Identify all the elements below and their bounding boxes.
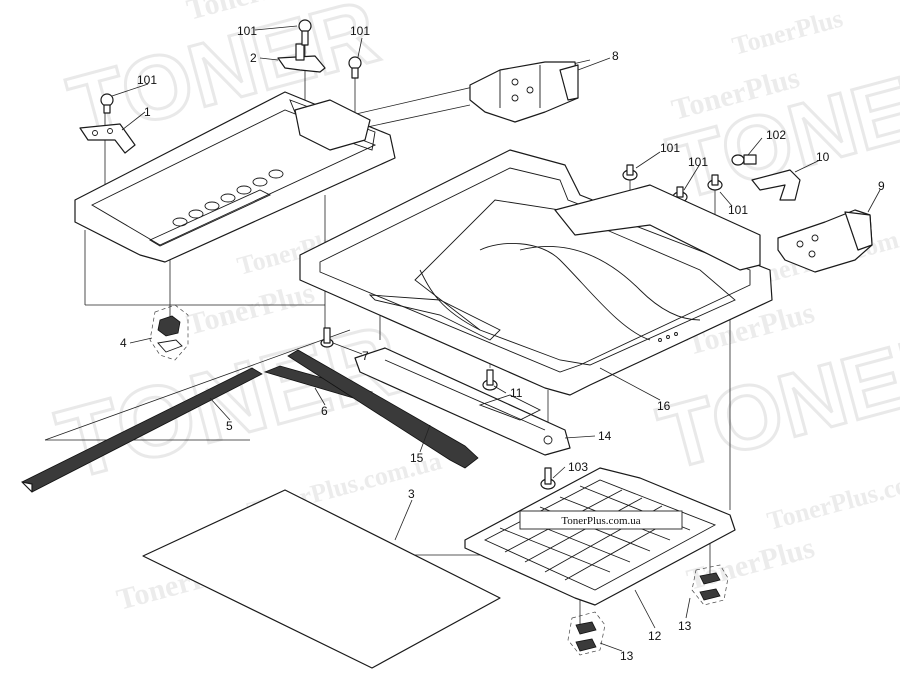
callout-101: 101 — [237, 24, 257, 38]
callout-9: 9 — [878, 179, 885, 193]
site-label: TonerPlus.com.ua — [561, 515, 640, 527]
part-2-bracket — [277, 43, 326, 73]
part-14-bracket — [354, 347, 571, 456]
part-9-hinge — [777, 209, 873, 273]
callout-leaders — [111, 25, 881, 652]
callout-101: 101 — [688, 155, 708, 169]
part-13-sensor — [691, 564, 729, 606]
part-10-bracket — [751, 169, 801, 201]
callout-11: 11 — [510, 386, 523, 400]
site-label-box: TonerPlus.com.ua — [519, 510, 683, 530]
callout-12: 12 — [648, 629, 662, 643]
callout-103: 103 — [568, 460, 588, 474]
callout-10: 10 — [816, 150, 830, 164]
callout-13: 13 — [678, 619, 692, 633]
watermark-text: TonerPlus.com.ua — [764, 456, 900, 536]
scanner-frame-assembly — [74, 91, 396, 263]
callout-1: 1 — [144, 105, 151, 119]
callout-4: 4 — [120, 336, 127, 350]
screw-7 — [320, 327, 334, 348]
part-15-bar — [287, 349, 479, 469]
screw-11 — [482, 369, 498, 391]
callout-101: 101 — [660, 141, 680, 155]
screw-101 — [622, 164, 638, 181]
screw-103 — [540, 467, 556, 490]
part-102-screw — [731, 154, 757, 166]
screw-101 — [298, 19, 312, 46]
watermark-text: TonerPlus — [729, 3, 846, 60]
callout-5: 5 — [226, 419, 233, 433]
callout-101: 101 — [728, 203, 748, 217]
callout-6: 6 — [321, 404, 328, 418]
callout-3: 3 — [408, 487, 415, 501]
frame-hole-row — [172, 169, 284, 227]
callout-8: 8 — [612, 49, 619, 63]
part-3-glass-sheet — [142, 489, 501, 669]
callout-101: 101 — [350, 24, 370, 38]
part-1-bracket — [79, 123, 136, 154]
part-5-bar — [21, 367, 263, 493]
callout-15: 15 — [410, 451, 424, 465]
callout-labels: 101 101 101 101 2 1 8 102 10 101 101 9 1… — [120, 24, 885, 663]
screw-101 — [100, 93, 114, 114]
callout-13: 13 — [620, 649, 634, 663]
callout-16: 16 — [657, 399, 671, 413]
callout-102: 102 — [766, 128, 786, 142]
part-4-sensor — [149, 304, 189, 361]
callout-14: 14 — [598, 429, 612, 443]
callout-2: 2 — [250, 51, 257, 65]
screw-101 — [707, 174, 723, 191]
screw-101 — [348, 56, 362, 79]
part-13-sensor — [567, 611, 606, 656]
callout-101: 101 — [137, 73, 157, 87]
part-8-hinge — [469, 61, 579, 123]
part-16-main-cover — [299, 149, 773, 396]
callout-7: 7 — [362, 349, 369, 363]
